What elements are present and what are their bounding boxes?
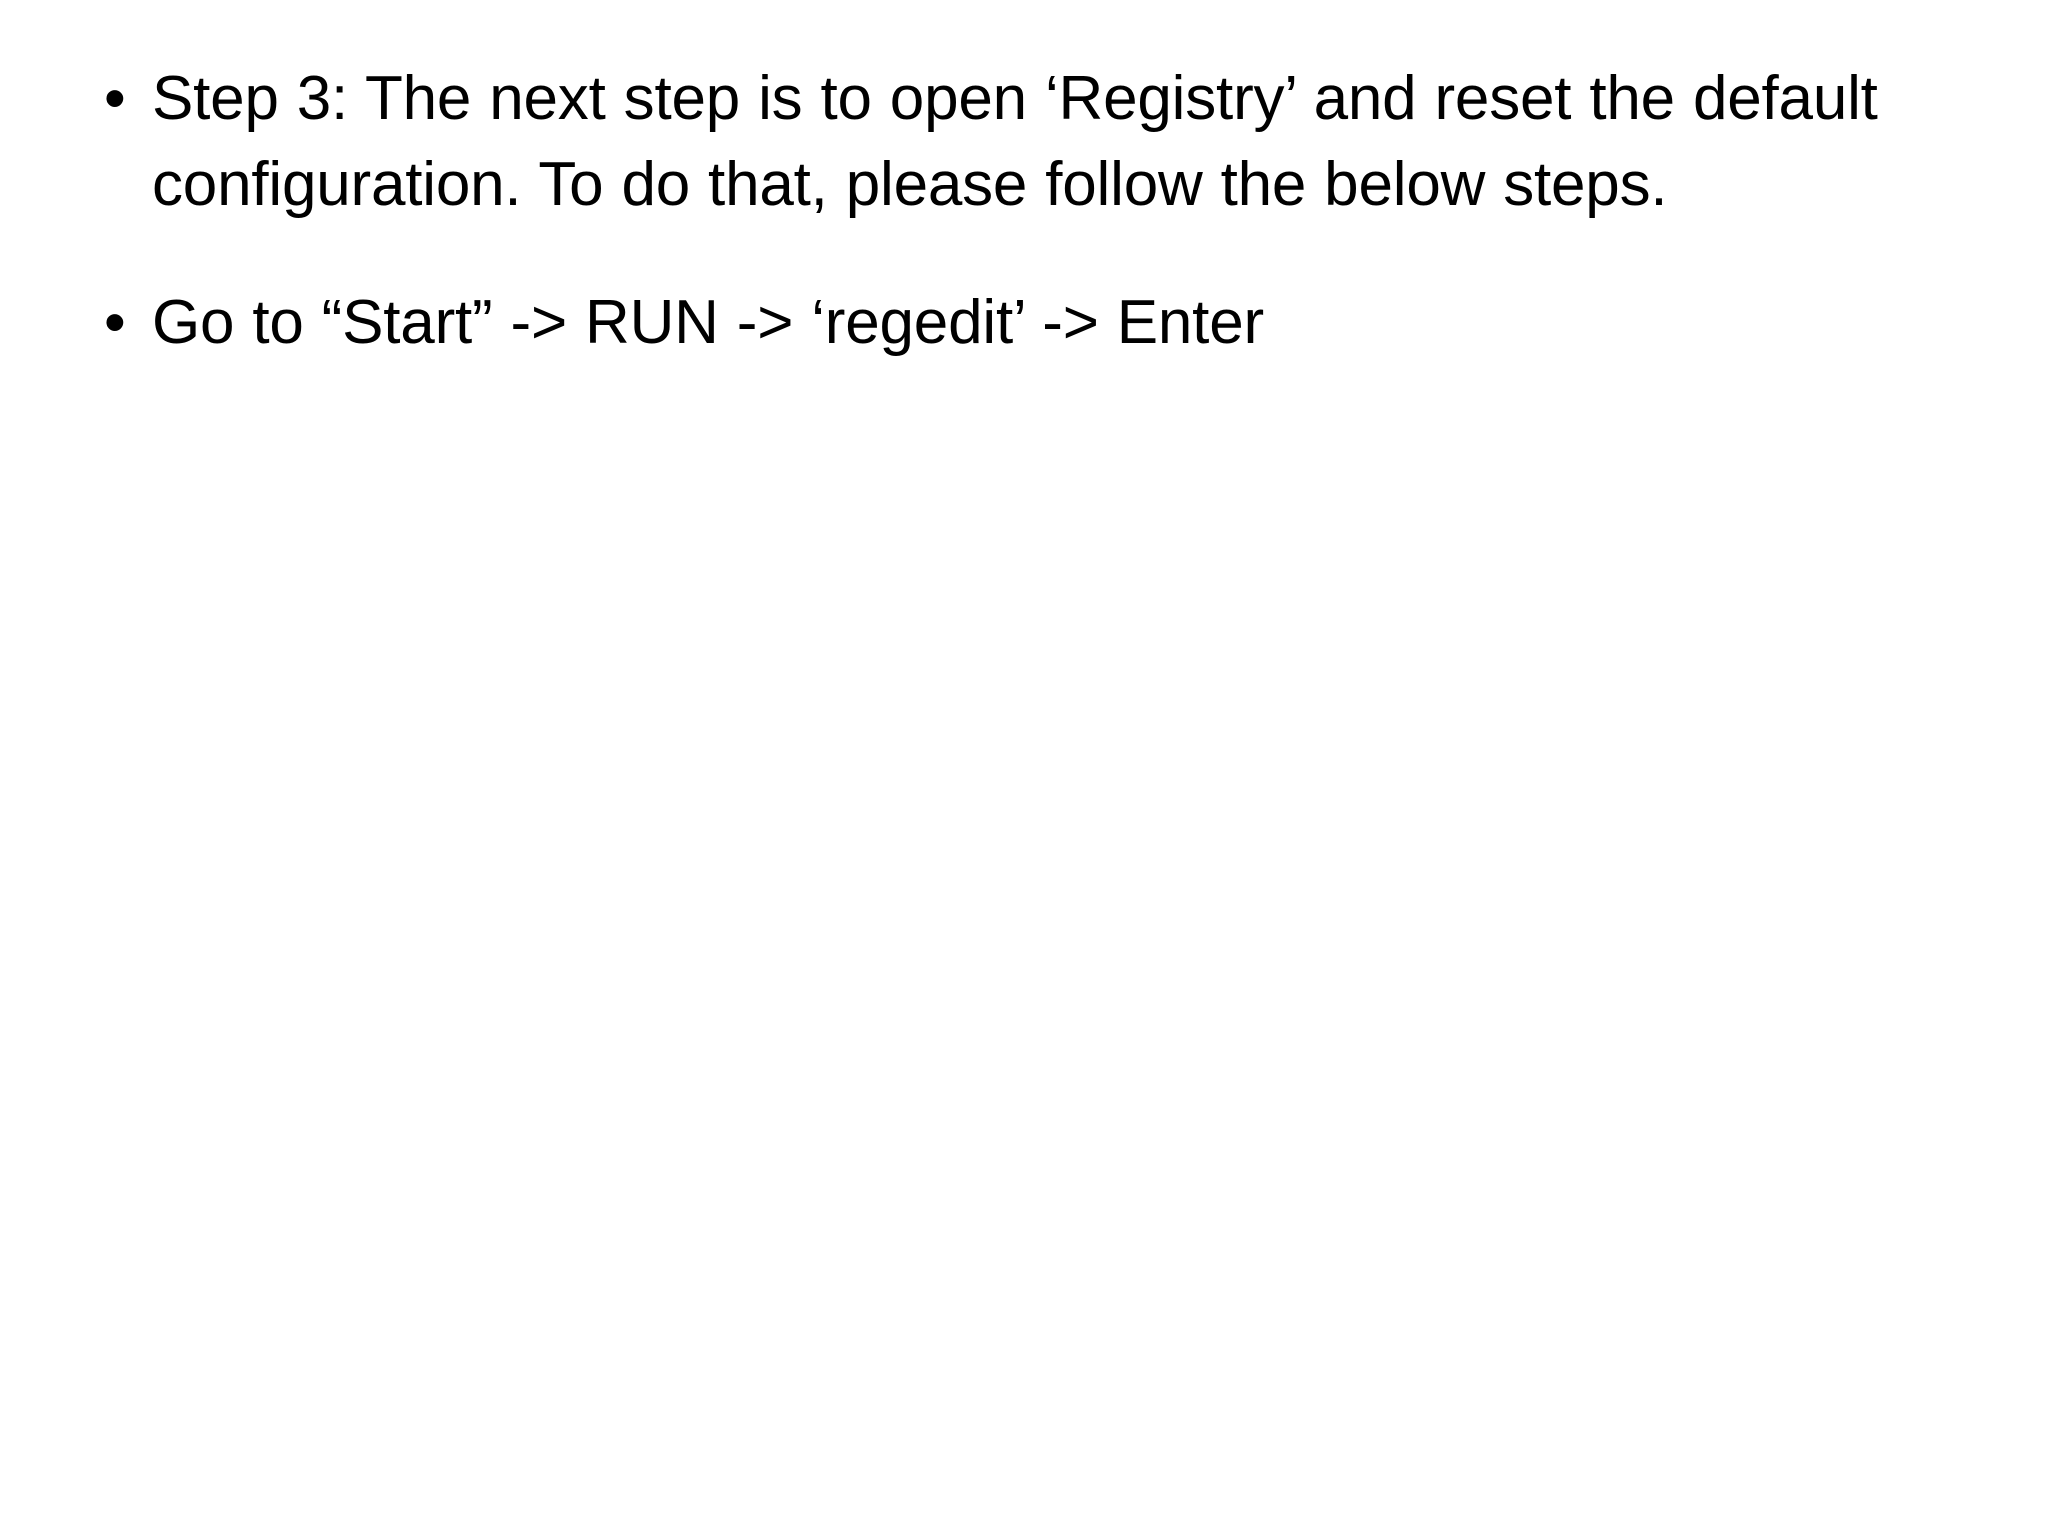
bullet-point-icon: •: [104, 288, 126, 357]
list-item[interactable]: • Go to “Start” -> RUN -> ‘regedit’ -> E…: [96, 280, 1976, 366]
bullet-text-step-3: Step 3: The next step is to open ‘Regist…: [152, 64, 1878, 219]
list-item[interactable]: • Step 3: The next step is to open ‘Regi…: [96, 56, 1976, 228]
bullet-point-icon: •: [104, 64, 126, 133]
slide-body-placeholder: • Step 3: The next step is to open ‘Regi…: [96, 56, 1976, 372]
bullet-text-regedit-path: Go to “Start” -> RUN -> ‘regedit’ -> Ent…: [152, 288, 1264, 357]
